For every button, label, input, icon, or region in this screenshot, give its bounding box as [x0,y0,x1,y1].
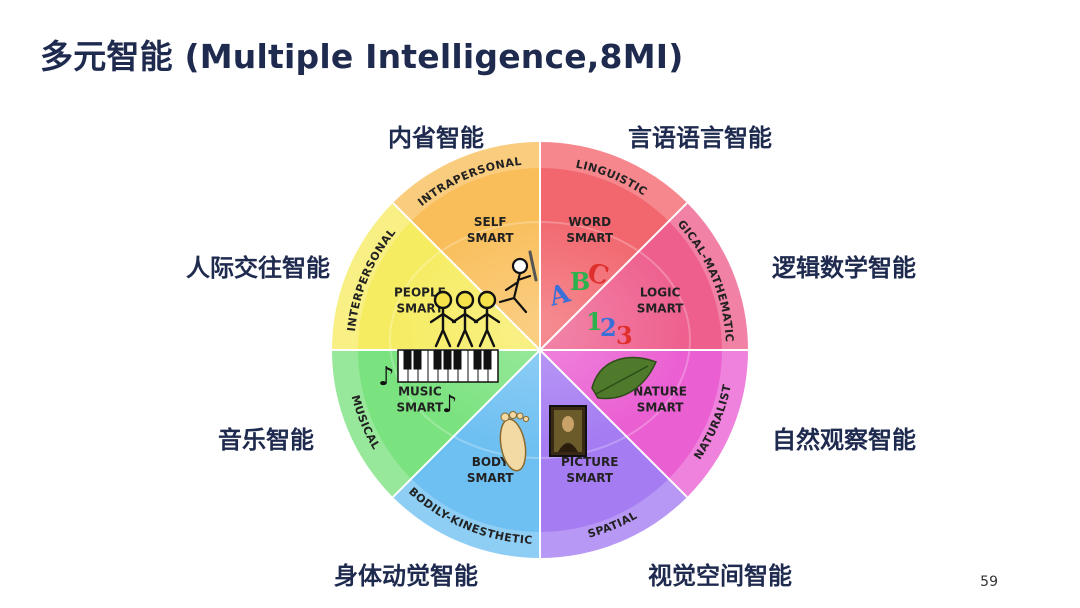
wheel-rim-band [540,478,688,558]
footprint-icon [499,411,530,472]
wheel-rim-band [668,350,748,498]
label-bodily-cn: 身体动觉智能 [334,562,478,590]
wheel-rim-band [668,202,748,350]
digit-2: 2 [600,313,617,342]
page-number: 59 [980,574,998,590]
wheel-divider [539,202,688,351]
music-note-icon-2: ♪ [442,390,457,418]
label-logical-cn: 逻辑数学智能 [772,254,916,282]
label-musical-cn: 音乐智能 [218,426,314,454]
painting-icon [549,405,587,457]
wheel-rim-band [332,350,412,498]
label-spatial-cn: 视觉空间智能 [648,562,792,590]
intelligence-wheel: LINGUISTICLOGICAL-MATHEMATICALNATURALIST… [330,140,748,558]
wheel-rim-band [540,142,688,222]
leaf-icon [591,356,658,400]
wheel-divider [392,202,541,351]
stick-figures-icon [429,290,501,348]
wheel-divider [392,349,541,498]
wheel-divider [539,349,688,498]
wheel-rim-band [332,202,412,350]
wheel-rim-band [392,478,540,558]
music-note-icon: ♪ [378,362,395,392]
digit-1: 1 [586,307,603,336]
digits-123: 1 2 3 [586,307,633,350]
piano-keyboard-icon [397,349,499,383]
label-linguistic-cn: 言语语言智能 [628,124,772,152]
thinking-figure-icon [498,250,538,314]
label-naturalist-cn: 自然观察智能 [772,426,916,454]
slide-title: 多元智能 (Multiple Intelligence,8MI) [40,37,684,76]
label-interpersonal-cn: 人际交往智能 [186,254,330,282]
abc-letter-b: B [570,267,590,296]
digit-3: 3 [616,321,633,350]
wheel-rim-band [392,142,540,222]
label-intrapersonal-cn: 内省智能 [388,124,484,152]
abc-letters: A B C [545,258,612,313]
